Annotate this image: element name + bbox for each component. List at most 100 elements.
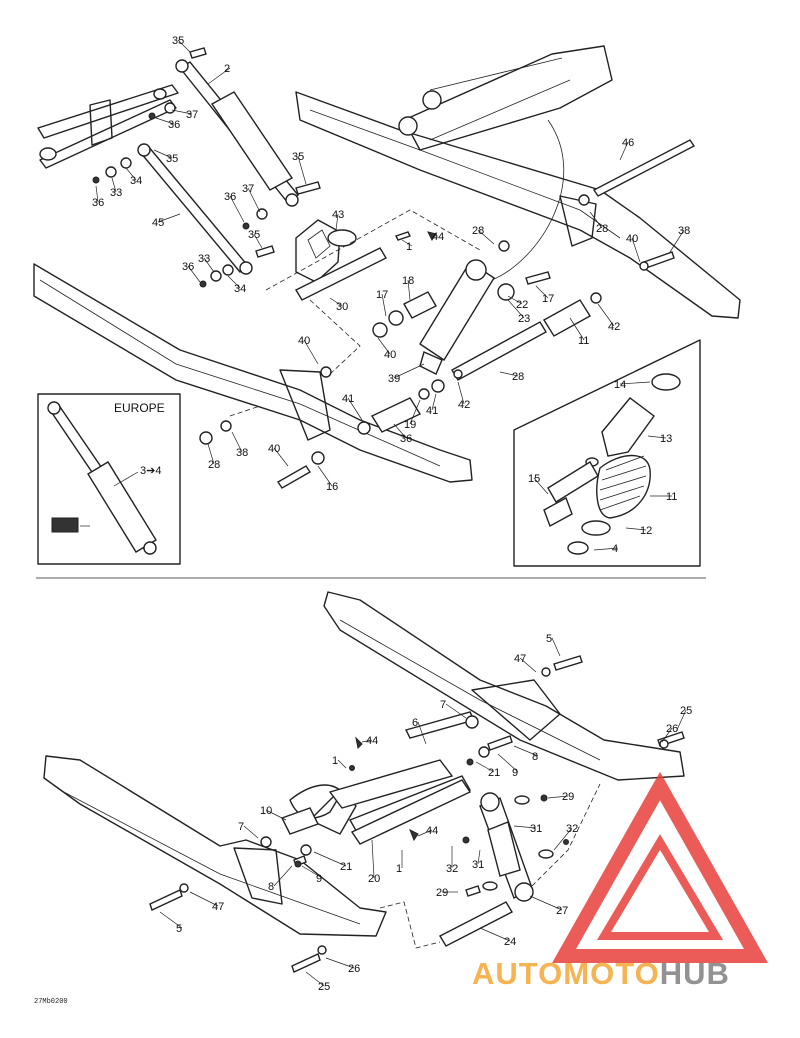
callout-number: 41: [426, 405, 438, 417]
callout-leader: [417, 829, 433, 837]
callout-number: 26: [666, 723, 678, 735]
callout-leader: [159, 911, 183, 929]
callout-leader: [547, 795, 569, 799]
lower-hardware: [149, 655, 685, 973]
arc-leader: [491, 119, 565, 281]
callout-number: 7: [440, 699, 446, 711]
callout-number: 35: [292, 151, 304, 163]
callout-number: 14: [614, 379, 626, 391]
callout-number: 16: [326, 481, 338, 493]
callout-leader: [513, 745, 539, 757]
callout-number: 38: [236, 447, 248, 459]
drawing-reference: 27Mb0200: [34, 998, 68, 1006]
callout-leader: [407, 279, 411, 301]
callout-number: 19: [404, 419, 416, 431]
callout-number: 6: [412, 717, 418, 729]
upper-left-hardware: [92, 47, 321, 288]
watermark-auto: AUTO: [472, 956, 563, 991]
callout-leader: [445, 703, 467, 719]
callout-leader: [675, 709, 687, 733]
callout-number: 46: [622, 137, 634, 149]
callout-number: 28: [512, 371, 524, 383]
callout-number: 36: [182, 261, 194, 273]
svg-text:AUTOMOTOHUB: AUTOMOTOHUB: [472, 956, 730, 991]
callout-number: 39: [388, 373, 400, 385]
lower-left-rail-2: [43, 755, 387, 937]
callout-number: 17: [376, 289, 388, 301]
callout-number: 29: [562, 791, 574, 803]
sleeves-spacers: [199, 194, 675, 489]
upper-dashed-leaders: [229, 209, 481, 417]
callout-number: 44: [366, 735, 378, 747]
callout-number: 21: [340, 861, 352, 873]
callout-leader: [409, 399, 421, 425]
callout-leader: [273, 447, 289, 467]
callout-number: 24: [504, 936, 516, 948]
callout-leader: [207, 443, 215, 465]
upper-front-arm: [37, 84, 179, 169]
callout-leader: [569, 317, 585, 341]
callout-leader: [325, 957, 355, 969]
callout-number: 45: [152, 217, 164, 229]
callout-leader: [661, 727, 673, 743]
callout-leader: [153, 149, 173, 159]
spring-inset: [513, 339, 701, 567]
callout-leader: [647, 435, 667, 439]
callout-number: 47: [514, 653, 526, 665]
callout-leader: [475, 761, 495, 773]
callout-leader: [303, 339, 319, 365]
shock-absorber-2: [175, 59, 299, 207]
callout-leader: [273, 865, 293, 887]
callout-number: 2: [224, 63, 230, 75]
axle-30: [295, 247, 387, 301]
bracket-43: [295, 219, 357, 283]
callout-number: 1: [406, 241, 412, 253]
callout-leader: [371, 839, 375, 879]
callout-number: 33: [110, 187, 122, 199]
callout-leader: [507, 295, 523, 305]
europe-arrow-label: 3➔4: [140, 465, 161, 477]
callout-number: 9: [316, 873, 322, 885]
callout-leader: [457, 381, 465, 405]
callout-number: 40: [626, 233, 638, 245]
callout-leader: [243, 825, 259, 839]
callout-leader: [381, 293, 387, 317]
callout-number: 29: [436, 887, 448, 899]
upper-right-rail: [295, 91, 741, 319]
callout-leader: [335, 213, 339, 231]
callout-number: 23: [518, 313, 530, 325]
callout-leader: [207, 67, 231, 85]
callout-leader: [479, 927, 511, 942]
center-shock-11: [419, 259, 495, 375]
callout-number: 27: [556, 905, 568, 917]
callout-number: 1: [332, 755, 338, 767]
callout-leader: [417, 721, 427, 745]
callout-leader: [317, 465, 333, 487]
callout-number: 4: [612, 543, 618, 555]
callout-number: 20: [368, 873, 380, 885]
callout-number: 42: [458, 399, 470, 411]
callout-leader: [329, 297, 343, 307]
callout-number: 5: [176, 923, 182, 935]
callout-leader: [111, 177, 117, 193]
callout-number: 17: [542, 293, 554, 305]
callout-leader: [155, 117, 175, 125]
callout-leader: [229, 195, 245, 223]
callout-number: 11: [578, 335, 589, 347]
callout-number: 33: [198, 253, 210, 265]
callout-leader: [231, 431, 243, 453]
callout-number: 5: [546, 633, 552, 645]
callout-leader: [431, 393, 437, 411]
callout-leader: [625, 527, 647, 531]
watermark-logo: AUTOMOTOHUB: [472, 771, 768, 991]
callout-leader: [499, 371, 519, 377]
callout-leader: [553, 827, 573, 851]
callout-number: 36: [400, 433, 412, 445]
callout-number: 8: [532, 751, 538, 763]
callout-number: 25: [680, 705, 692, 717]
callout-leader: [401, 239, 413, 247]
callout-number: 31: [472, 859, 484, 871]
callout-number: 10: [260, 805, 272, 817]
callout-number: 44: [432, 231, 444, 243]
